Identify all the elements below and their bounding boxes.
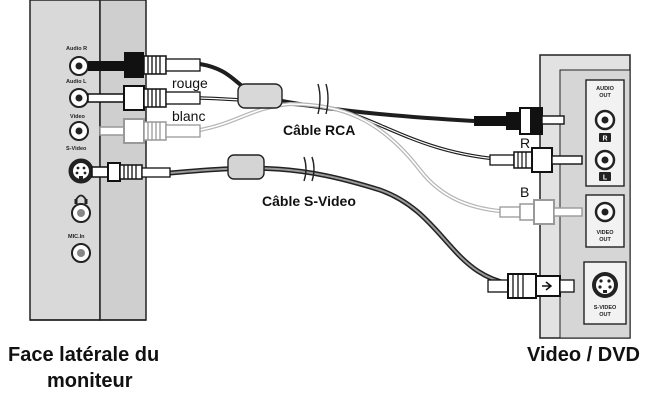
video-out-label-1: VIDEO: [596, 230, 614, 236]
plug-player-audio-l: [489, 147, 583, 173]
plug-monitor-video: [99, 118, 201, 144]
port-label-audio-r: Audio R: [66, 46, 87, 52]
plug-player-video: [499, 199, 583, 225]
badge-l-text: L: [603, 175, 608, 182]
jack-video[interactable]: [69, 121, 89, 141]
rca-break-mark: [317, 83, 329, 115]
port-label-audio-l: Audio L: [66, 79, 87, 85]
jack-audio-r[interactable]: [69, 56, 89, 76]
video-cable-core: [199, 103, 521, 213]
plug-player-svideo: [487, 273, 575, 299]
audio-r-cable: [199, 62, 475, 123]
plug-player-audio-r: [474, 107, 565, 135]
label-r: R: [520, 135, 530, 151]
player-jack-audio-r[interactable]: [594, 109, 616, 131]
svideo-out-label-1: S-VIDEO: [594, 305, 617, 311]
badge-r-text: R: [602, 136, 607, 143]
player-jack-svideo[interactable]: [592, 272, 618, 298]
svideo-break-mark: [303, 156, 315, 182]
rca-ferrite: [237, 83, 283, 109]
player-jack-audio-l[interactable]: [594, 149, 616, 171]
label-rouge: rouge: [172, 75, 208, 91]
port-label-svideo: S-Video: [66, 146, 87, 152]
jack-svideo[interactable]: [68, 158, 94, 184]
audio-out-label-1: AUDIO: [596, 86, 614, 92]
label-blanc: blanc: [172, 108, 205, 124]
label-cable-rca: Câble RCA: [283, 122, 355, 138]
label-b: B: [520, 184, 529, 200]
badge-l: [599, 172, 611, 181]
monitor-side-panel: [29, 0, 147, 321]
plug-monitor-audio-r: [88, 52, 201, 78]
port-label-mic: MIC.In: [68, 234, 85, 240]
jack-headphone[interactable]: [71, 203, 91, 223]
svideo-out-label-2: OUT: [599, 312, 611, 318]
player-caption: Video / DVD: [527, 344, 640, 366]
headphone-icon: [74, 194, 88, 204]
video-out-label-2: OUT: [599, 237, 611, 243]
jack-mic[interactable]: [71, 243, 91, 263]
plug-monitor-svideo: [91, 162, 171, 182]
audio-out-label-2: OUT: [599, 93, 611, 99]
port-label-video: Video: [70, 114, 86, 120]
monitor-caption-1: Face latérale du: [8, 344, 160, 366]
plug-monitor-audio-l: [87, 85, 201, 111]
label-cable-svideo: Câble S-Video: [262, 193, 356, 209]
jack-audio-l[interactable]: [69, 88, 89, 108]
badge-r: [599, 133, 611, 142]
svideo-ferrite: [227, 154, 265, 180]
monitor-caption-2: moniteur: [47, 370, 133, 392]
player-jack-video[interactable]: [594, 201, 616, 223]
svideo-cable: [169, 165, 531, 289]
